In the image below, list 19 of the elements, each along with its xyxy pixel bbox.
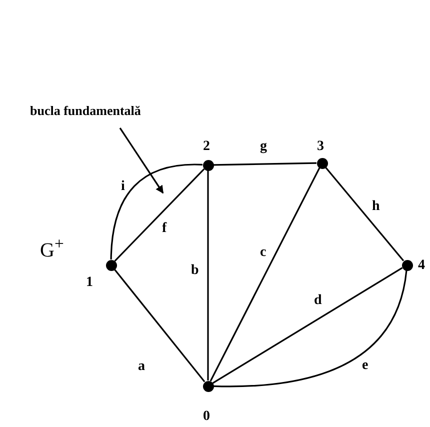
graph-edge [207, 170, 209, 380]
graph-edge [213, 162, 317, 166]
callout-text: bucla fundamentală [30, 104, 141, 117]
vertex-dot [202, 380, 214, 392]
leader-arrow [119, 128, 164, 194]
vertex-dot [316, 158, 328, 168]
graph-edge [324, 166, 404, 262]
edge-label: g [259, 140, 268, 154]
vertex-dot [402, 260, 412, 270]
vertex-label: 2 [203, 140, 210, 154]
vertex-label: 3 [317, 140, 324, 154]
graph-edge [114, 268, 206, 382]
vertex-dot [202, 160, 214, 170]
graph-edge [210, 168, 320, 382]
graph-name: G$^{+}$ [40, 236, 64, 261]
vertex-label: 0 [203, 410, 210, 424]
vertex-label: 1 [86, 276, 93, 290]
vertex-dot [106, 260, 116, 270]
vertex-label: 4 [418, 259, 425, 273]
